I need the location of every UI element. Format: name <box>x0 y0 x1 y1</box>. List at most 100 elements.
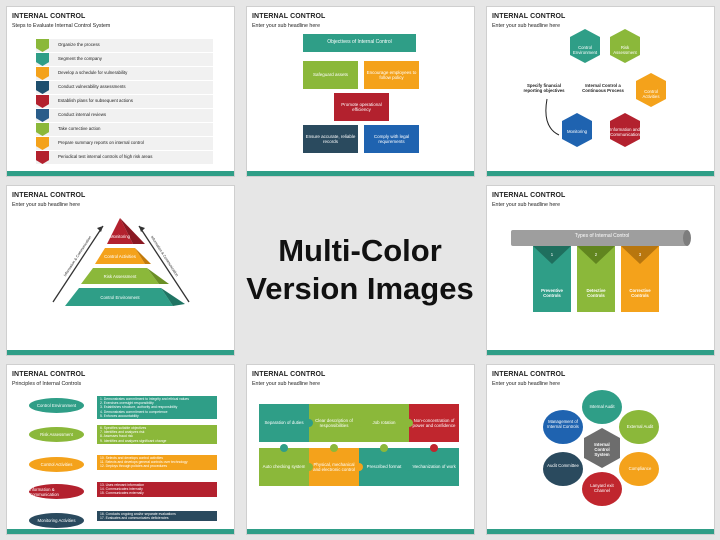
step-label: Conduct internal reviews <box>58 112 107 117</box>
footer-bar <box>7 350 234 355</box>
puzzle-piece-4: Non-concentration of power and confidenc… <box>409 404 459 442</box>
types-diagram <box>511 230 691 312</box>
slide-title: INTERNAL CONTROL <box>492 13 566 20</box>
footer-bar <box>487 350 714 355</box>
slide-thumbnail-3[interactable]: INTERNAL CONTROL Enter your sub headline… <box>486 6 715 177</box>
slide-thumbnail-4[interactable]: INTERNAL CONTROL Enter your sub headline… <box>6 185 235 356</box>
slide-thumbnail-7[interactable]: INTERNAL CONTROL Principles of Internal … <box>6 364 235 535</box>
puzzle-piece-7: Prescribed format <box>359 448 409 486</box>
principle-item: 7. Identifies and analyzes risk <box>100 430 145 435</box>
slide-title: INTERNAL CONTROL <box>12 371 86 378</box>
principle-item: 17. Evaluates and communicates deficienc… <box>100 516 169 521</box>
slide-thumbnail-8[interactable]: INTERNAL CONTROL Enter your sub headline… <box>246 364 475 535</box>
principle-item: 3. Establishes structure, authority and … <box>100 405 178 410</box>
petal-label-management: Management of Internal Controls <box>547 419 579 429</box>
slide-subtitle: Enter your sub headline here <box>252 381 321 387</box>
step-item: Conduct internal reviews <box>36 109 213 122</box>
puzzle-piece-6: Physical, mechanical and electronic cont… <box>309 448 359 486</box>
label-control-activities: Control Activities <box>642 89 660 99</box>
step-label: Periodical test internal controls of hig… <box>58 154 153 159</box>
principle-items: 10. Selects and develops control activit… <box>97 455 217 470</box>
pyramid-label-control-activities: Control Activities <box>104 254 136 259</box>
principle-category: Information & Communication <box>29 484 84 499</box>
step-item: Conduct vulnerability assessments <box>36 81 213 94</box>
footer-bar <box>247 171 474 176</box>
slide-title: INTERNAL CONTROL <box>492 192 566 199</box>
principle-item: 16. Conducts ongoing and/or separate eva… <box>100 512 176 516</box>
pyramid-level-3 <box>81 268 159 284</box>
slide-title: INTERNAL CONTROL <box>492 371 566 378</box>
pyramid-level-1 <box>107 218 133 244</box>
slide-thumbnail-2[interactable]: INTERNAL CONTROL Enter your sub headline… <box>246 6 475 177</box>
principle-category: Control Environment <box>29 398 84 413</box>
box-safeguard: Safeguard assets <box>303 61 358 89</box>
petal-label-channel: Lanyard exit Channel <box>590 483 614 493</box>
puzzle-piece-1: Separation of duties <box>259 404 309 442</box>
box-comply: Comply with legal requirements <box>364 125 419 153</box>
petal-external-audit <box>619 410 659 444</box>
label-monitoring: Monitoring <box>566 129 588 134</box>
pyramid-label-risk: Risk Assessment <box>103 274 137 279</box>
hex-control-activities <box>636 73 666 107</box>
step-item: Take corrective action <box>36 123 213 136</box>
step-arrow-icon <box>36 109 49 122</box>
step-label: Conduct vulnerability assessments <box>58 84 126 89</box>
petal-channel <box>582 472 622 506</box>
slide-subtitle: Steps to Evaluate Internal Control Syste… <box>12 23 111 29</box>
pyramid-label-monitoring: Monitoring <box>109 234 131 239</box>
step-label: Take corrective action <box>58 126 101 131</box>
principle-item: 9. Identifies and analyzes significant c… <box>100 438 167 443</box>
principle-item: 5. Enforces accountability <box>100 413 139 418</box>
puzzle-knobs <box>280 419 438 471</box>
petal-diagram <box>543 390 659 506</box>
hexagon-cycle-diagram <box>545 29 666 147</box>
principle-item: 8. Assesses fraud risk <box>100 434 133 439</box>
center-heading-line-1: Multi-Color <box>278 233 442 268</box>
label-risk-assessment: Risk Assessment <box>613 45 637 55</box>
principle-items: 1. Demonstrates commitment to integrity … <box>97 396 217 419</box>
step-item: Develop a schedule for vulnerability <box>36 67 213 80</box>
slide-thumbnail-6[interactable]: INTERNAL CONTROL Enter your sub headline… <box>486 185 715 356</box>
principle-items: 16. Conducts ongoing and/or separate eva… <box>97 511 217 522</box>
slide-subtitle: Enter your sub headline here <box>252 23 321 29</box>
step-label: Establish plans for subsequent actions <box>58 98 133 103</box>
step-item: Segment the company <box>36 53 213 66</box>
pyramid-diagram <box>52 218 190 306</box>
pyramid-label-environment: Control Environment <box>100 295 140 300</box>
step-arrow-icon <box>36 39 49 52</box>
slide-subtitle: Enter your sub headline here <box>492 202 561 208</box>
principle-item: 10. Selects and develops control activit… <box>100 456 163 460</box>
petal-management <box>543 410 583 444</box>
step-label: Prepare summary reports on internal cont… <box>58 140 144 145</box>
petal-label-external-audit: External Audit <box>626 424 654 429</box>
slide-subtitle: Enter your sub headline here <box>492 381 561 387</box>
center-label: Internal Control System <box>594 442 610 457</box>
slide-thumbnail-1[interactable]: INTERNAL CONTROL Steps to Evaluate Inter… <box>6 6 235 177</box>
hex-monitoring <box>562 113 592 147</box>
principle-item: 4. Demonstrates commitment to competence <box>100 409 168 414</box>
label-information: Information and Communication <box>610 127 640 137</box>
step-label: Organize the process <box>58 42 100 47</box>
hex-control-environment <box>570 29 600 63</box>
objectives-header: Objectives of Internal Control <box>303 34 416 52</box>
slide-title: INTERNAL CONTROL <box>252 371 326 378</box>
type-number-3: 3 <box>638 252 642 257</box>
principle-category: Risk Assessment <box>29 427 84 442</box>
slide-subtitle: Enter your sub headline here <box>12 202 81 208</box>
slide-subtitle: Principles of Internal Controls <box>12 381 82 387</box>
principle-item: 6. Specifies suitable objectives <box>100 426 147 430</box>
principle-item: 11. Selects and develops general control… <box>100 460 188 465</box>
petal-label-internal-audit: Internal Audit <box>589 404 615 409</box>
type-label-detective: Detective Controls <box>586 288 606 298</box>
principle-category: Monitoring Activities <box>29 513 84 528</box>
footer-bar <box>7 529 234 534</box>
footer-bar <box>487 529 714 534</box>
center-heading-line-2: Version Images <box>246 271 474 306</box>
puzzle-piece-2: Clear description of responsibilities <box>309 404 359 442</box>
slide-thumbnail-9[interactable]: INTERNAL CONTROL Enter your sub headline… <box>486 364 715 535</box>
center-hexagon <box>584 428 620 468</box>
puzzle-piece-8: Mechanization of work <box>409 448 459 486</box>
hex-risk-assessment <box>610 29 640 63</box>
step-arrow-icon <box>36 81 49 94</box>
